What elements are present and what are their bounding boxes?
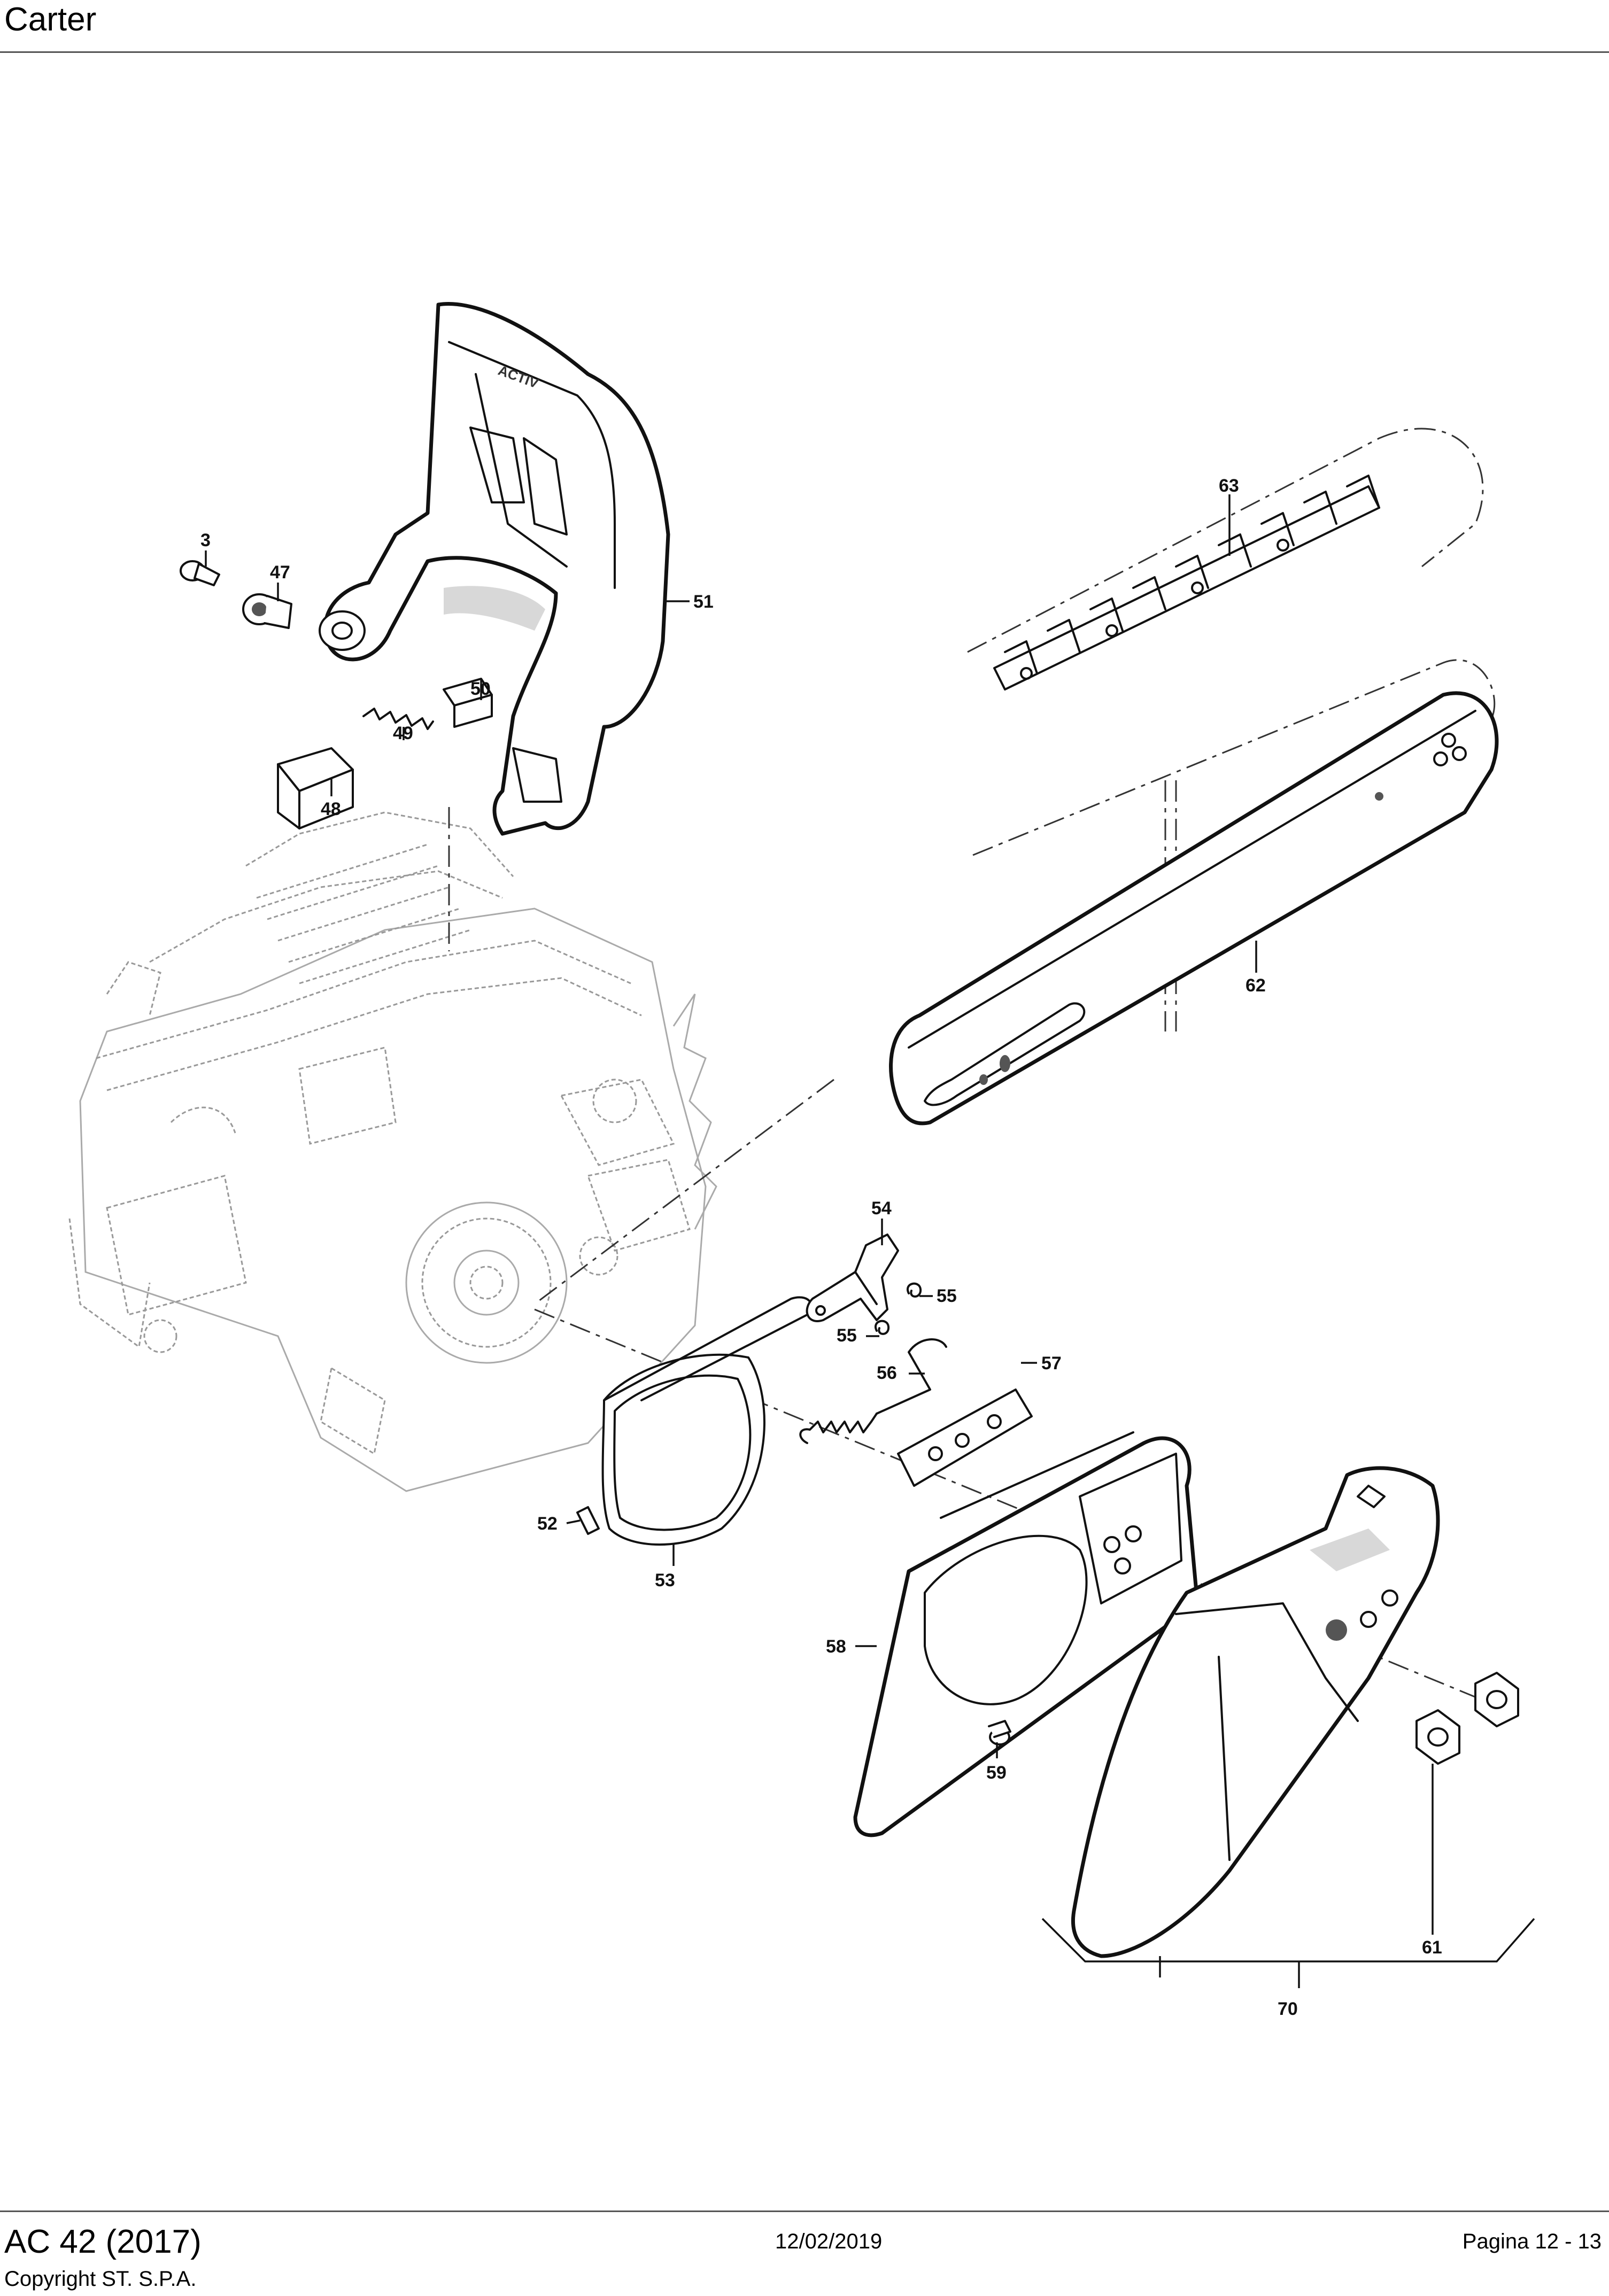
callout-49: 49 <box>393 723 413 743</box>
callout-54: 54 <box>871 1198 892 1219</box>
callout-labels: 3 47 48 49 50 51 52 53 54 55 55 56 57 58… <box>200 476 1442 2019</box>
header-divider <box>0 51 1609 53</box>
part-54-brake-lever <box>806 1234 899 1322</box>
part-57-plate <box>897 1389 1033 1487</box>
part-59-screw <box>988 1720 1011 1746</box>
callout-50: 50 <box>470 679 491 699</box>
part-50-pad <box>443 678 493 728</box>
part-48-block <box>277 747 354 829</box>
callout-3: 3 <box>200 530 211 550</box>
part-51-hand-guard: ACTIV <box>319 302 670 836</box>
part-70-sprocket-cover <box>1071 1466 1440 1958</box>
callout-53: 53 <box>655 1570 675 1591</box>
footer-date: 12/02/2019 <box>775 2230 883 2253</box>
part-63-chain <box>993 475 1380 691</box>
part-55-clip-lower <box>875 1320 890 1335</box>
footer-copyright: Copyright ST. S.P.A. <box>4 2267 197 2291</box>
callout-56: 56 <box>877 1363 897 1383</box>
part-58-cover-plate <box>853 1431 1200 1837</box>
part-62-guide-bar <box>889 691 1499 1126</box>
callout-47: 47 <box>270 562 290 583</box>
callout-57: 57 <box>1041 1353 1062 1374</box>
page-title: Carter <box>4 1 97 38</box>
part-61-nut-right <box>1474 1672 1519 1727</box>
callout-48: 48 <box>321 799 341 819</box>
part-55-clip-upper <box>907 1282 922 1298</box>
part-61-nut-left <box>1415 1709 1460 1765</box>
part-3-screw <box>180 560 220 586</box>
callout-55-lower: 55 <box>837 1325 857 1346</box>
callout-51: 51 <box>693 592 714 612</box>
callout-52: 52 <box>537 1514 558 1534</box>
callout-63: 63 <box>1219 476 1239 496</box>
callout-55-upper: 55 <box>937 1286 957 1306</box>
footer-divider <box>0 2210 1609 2212</box>
part-49-spring <box>362 708 434 730</box>
leader-lines <box>205 494 1535 1988</box>
engine-block <box>68 811 717 1492</box>
part-56-spring <box>799 1338 947 1444</box>
footer-page-number: Pagina 12 - 13 <box>1462 2230 1602 2253</box>
callout-61: 61 <box>1422 1937 1442 1958</box>
part-53-brake-band <box>601 1296 813 1546</box>
exploded-parts-diagram: ACTIV <box>68 302 1535 2019</box>
part-47-bushing <box>242 593 292 629</box>
callout-58: 58 <box>826 1636 846 1657</box>
callout-70: 70 <box>1278 1999 1298 2019</box>
callout-62: 62 <box>1246 975 1266 996</box>
callout-59: 59 <box>986 1763 1007 1783</box>
footer-model: AC 42 (2017) <box>4 2223 202 2260</box>
part-52-pin <box>576 1506 600 1535</box>
